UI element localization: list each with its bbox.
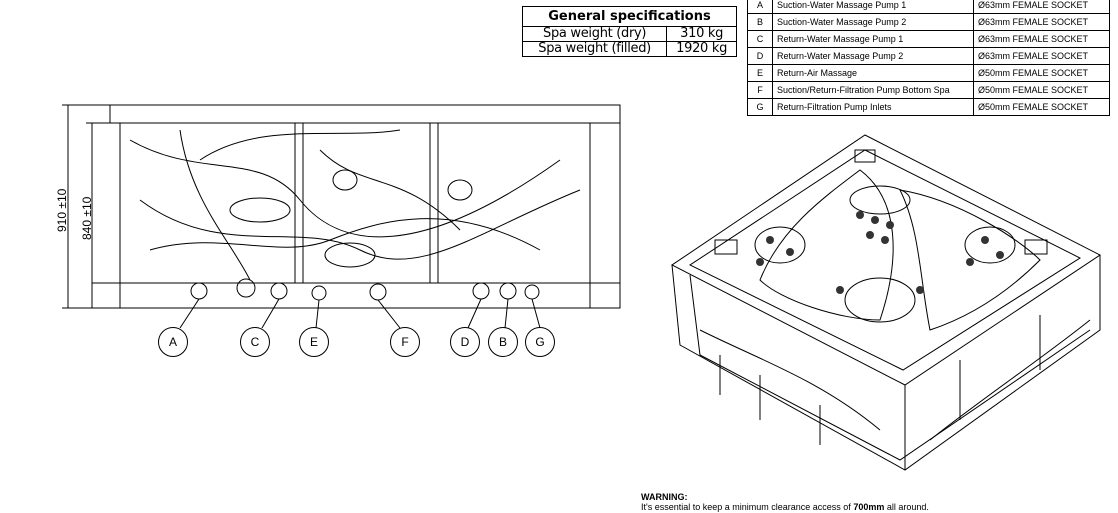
warning-text-end: all around.	[884, 502, 929, 512]
connector-sockets	[190, 278, 540, 301]
callout-g: G	[525, 327, 555, 357]
callout-b: B	[488, 327, 518, 357]
inner-height-dimension: 840 ±10	[80, 196, 94, 240]
table-row: Spa weight (filled)1920 kg	[521, 41, 737, 57]
callout-e: E	[299, 327, 329, 357]
warning-text: It's essential to keep a minimum clearan…	[641, 502, 854, 512]
side-view	[62, 104, 621, 329]
isometric-view	[671, 134, 1101, 471]
leader-lines	[179, 298, 541, 329]
connection-spec: Ø50mm FEMALE SOCKET	[973, 98, 1110, 116]
callout-f: F	[390, 327, 420, 357]
callout-d: D	[450, 327, 480, 357]
dimension-lines	[62, 104, 110, 309]
spec-value: 1920 kg	[666, 41, 737, 57]
callout-c: C	[240, 327, 270, 357]
outer-height-dimension: 910 ±10	[55, 188, 69, 232]
warning-note: WARNING: It's essential to keep a minimu…	[641, 492, 929, 512]
warning-title: WARNING:	[641, 492, 688, 502]
warning-clearance: 700mm	[853, 502, 885, 512]
general-specifications-table: General specifications Spa weight (dry)3…	[521, 6, 737, 57]
spec-label: Spa weight (filled)	[521, 41, 668, 57]
callout-a: A	[158, 327, 188, 357]
connection-description: Return-Filtration Pump Inlets	[772, 98, 974, 116]
